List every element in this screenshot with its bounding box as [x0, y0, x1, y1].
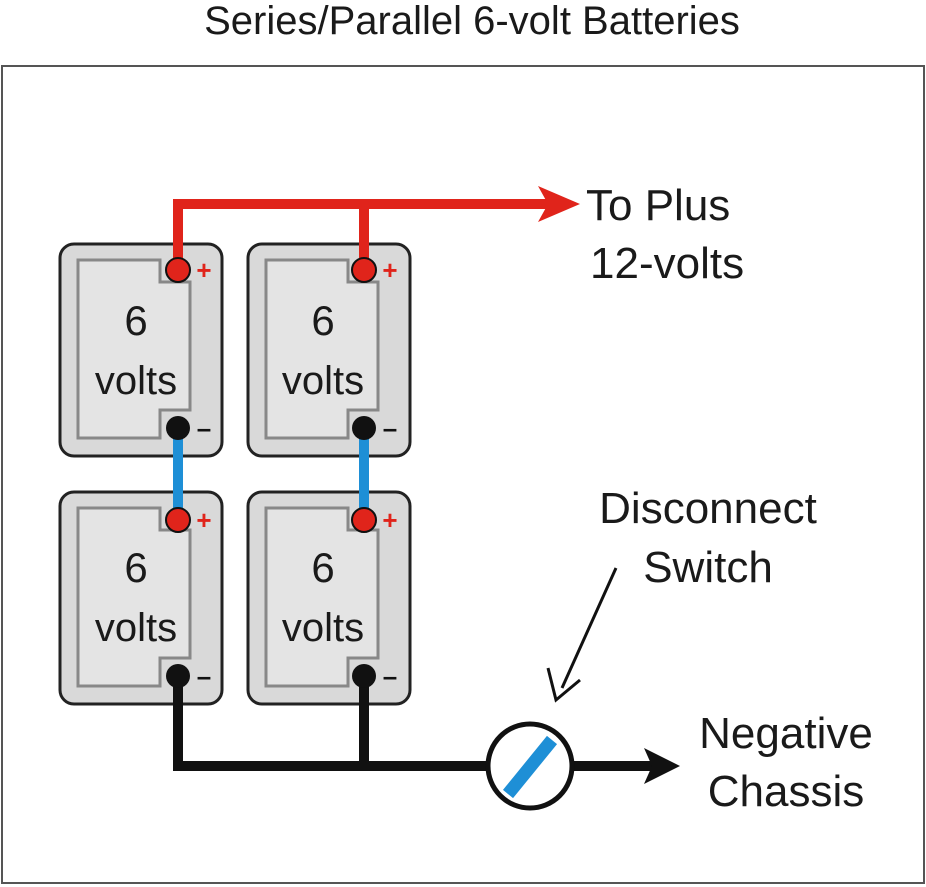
negative-signs: – – – –: [197, 413, 397, 691]
disconnect-switch: [485, 721, 575, 811]
terminal-negative: [352, 664, 376, 688]
negative-terminals: [166, 416, 376, 688]
plus-sign-icon: +: [196, 255, 211, 285]
terminal-negative: [166, 664, 190, 688]
battery-label-panel: [264, 506, 380, 688]
battery-label-panel: [76, 258, 192, 440]
positive-label-line2: 12-volts: [590, 239, 744, 288]
positive-wire-main: [173, 199, 552, 268]
switch-blade-icon: [502, 735, 558, 799]
terminal-positive: [165, 507, 191, 533]
minus-sign-icon: –: [383, 413, 397, 443]
positive-signs: + + + +: [196, 255, 397, 535]
battery-bottom-right: 6 volts: [246, 490, 412, 706]
battery-voltage: 6: [311, 297, 334, 344]
series-links: [173, 428, 369, 520]
minus-sign-icon: –: [197, 661, 211, 691]
positive-label-line1: To Plus: [586, 181, 730, 230]
positive-arrowhead-icon: [538, 186, 580, 222]
negative-arrowhead-icon: [644, 748, 680, 784]
terminal-positive: [351, 257, 377, 283]
battery-top-left: 6 volts: [58, 242, 224, 458]
negative-label-line2: Chassis: [708, 767, 865, 816]
negative-wire-main: [173, 676, 490, 771]
terminal-negative: [352, 416, 376, 440]
battery-label-panel: [76, 506, 192, 688]
diagram-frame: [1, 65, 925, 884]
plus-sign-icon: +: [196, 505, 211, 535]
battery-voltage: 6: [311, 544, 334, 591]
battery-voltage: 6: [124, 544, 147, 591]
battery-unit: volts: [282, 359, 364, 403]
negative-wiring: [173, 676, 652, 771]
minus-sign-icon: –: [383, 661, 397, 691]
battery-unit: volts: [95, 606, 177, 650]
terminal-positive: [165, 257, 191, 283]
plus-sign-icon: +: [382, 505, 397, 535]
switch-label-line1: Disconnect: [599, 484, 817, 533]
terminal-negative: [166, 416, 190, 440]
battery-top-right: 6 volts: [246, 242, 412, 458]
battery-bottom-left: 6 volts: [58, 490, 224, 706]
positive-terminals: [165, 257, 377, 533]
plus-sign-icon: +: [382, 255, 397, 285]
diagram-title: Series/Parallel 6-volt Batteries: [204, 0, 740, 43]
battery-voltage: 6: [124, 297, 147, 344]
negative-label-line1: Negative: [699, 709, 873, 758]
minus-sign-icon: –: [197, 413, 211, 443]
battery-label-panel: [264, 258, 380, 440]
battery-unit: volts: [95, 359, 177, 403]
switch-pointer-arrow-icon: [546, 567, 618, 703]
battery-unit: volts: [282, 606, 364, 650]
terminal-positive: [351, 507, 377, 533]
switch-label-line2: Switch: [643, 543, 773, 592]
